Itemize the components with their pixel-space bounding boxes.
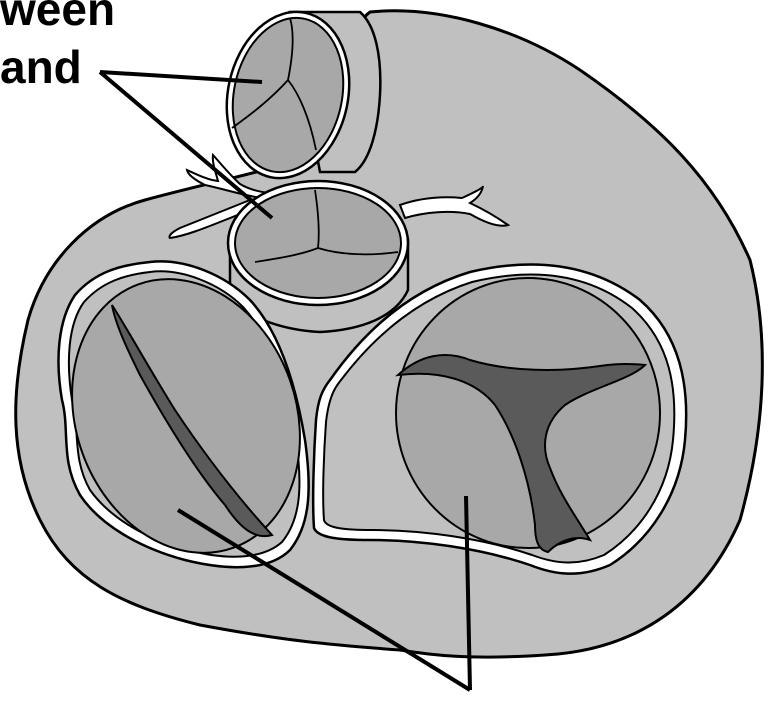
label-line-1: ween [0, 0, 115, 32]
label-line-2: and [0, 44, 82, 90]
